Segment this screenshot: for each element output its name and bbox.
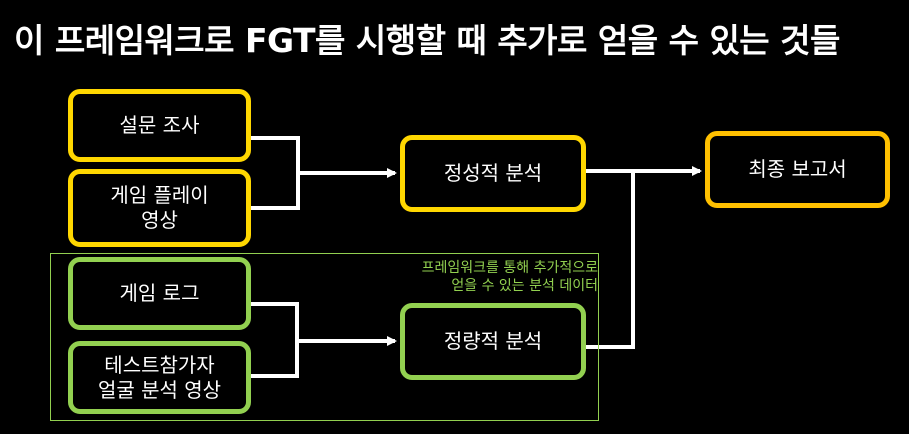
node-game-log: 게임 로그 — [68, 257, 251, 330]
connector-survey-to-qualitative — [250, 136, 300, 173]
node-survey: 설문 조사 — [68, 89, 251, 162]
node-gameplay-video: 게임 플레이 영상 — [68, 169, 251, 247]
node-final-report: 최종 보고서 — [705, 131, 890, 208]
node-quantitative-analysis: 정량적 분석 — [400, 303, 586, 380]
slide-title: 이 프레임워크로 FGT를 시행할 때 추가로 얻을 수 있는 것들 — [14, 21, 840, 60]
connector-gameplay-to-qualitative — [250, 173, 300, 210]
framework-data-region — [50, 253, 599, 421]
connector-quantitative-to-junction — [585, 171, 635, 349]
node-face-video: 테스트참가자 얼굴 분석 영상 — [68, 341, 251, 414]
connector-log-to-quantitative — [250, 302, 299, 341]
connector-face-to-quantitative — [250, 341, 299, 378]
node-qualitative-analysis: 정성적 분석 — [400, 135, 586, 212]
framework-note: 프레임워크를 통해 추가적으로 얻을 수 있는 분석 데이터 — [421, 260, 598, 295]
